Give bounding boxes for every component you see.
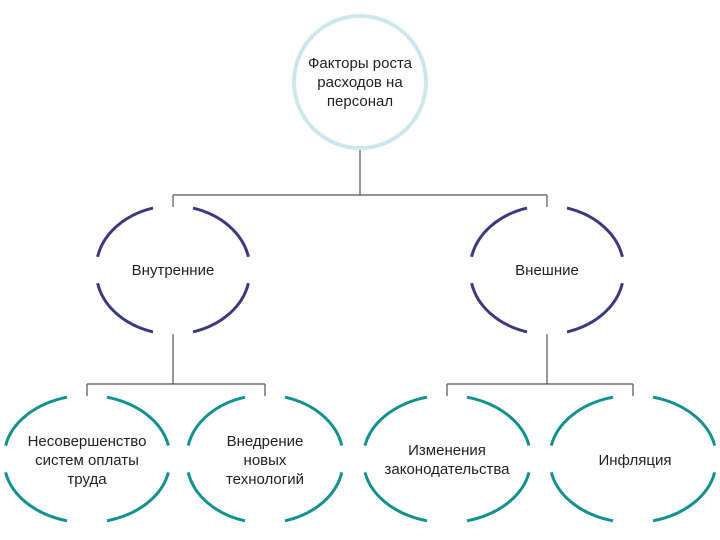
- external-circle: [470, 206, 624, 334]
- external-node: Внешние: [472, 255, 622, 285]
- internal-label: Внутренние: [131, 261, 215, 279]
- root-node: Факторы роста расходов на персонал: [290, 32, 430, 132]
- root-circle: [292, 14, 428, 150]
- internal-node: Внутренние: [98, 255, 248, 285]
- new-tech-node: Внедрение новых технологий: [190, 420, 340, 500]
- wage-system-label: Несовершенство систем оплаты труда: [27, 432, 147, 488]
- new-tech-label: Внедрение новых технологий: [225, 432, 304, 488]
- connector-root: [172, 148, 548, 207]
- new-tech-circle: [186, 395, 344, 523]
- inflation-node: Инфляция: [560, 445, 710, 475]
- legislation-label: Изменения законодательства: [384, 442, 510, 478]
- connector-internal: [86, 334, 266, 396]
- root-label: Факторы роста расходов на персонал: [307, 54, 413, 110]
- legislation-circle: [363, 395, 531, 523]
- wage-system-circle: [4, 395, 170, 523]
- external-label: Внешние: [515, 261, 579, 279]
- internal-circle: [96, 206, 250, 334]
- inflation-circle: [549, 395, 717, 523]
- wage-system-node: Несовершенство систем оплаты труда: [0, 420, 174, 500]
- legislation-node: Изменения законодательства: [362, 430, 532, 490]
- inflation-label: Инфляция: [598, 451, 672, 469]
- connector-external: [446, 334, 634, 396]
